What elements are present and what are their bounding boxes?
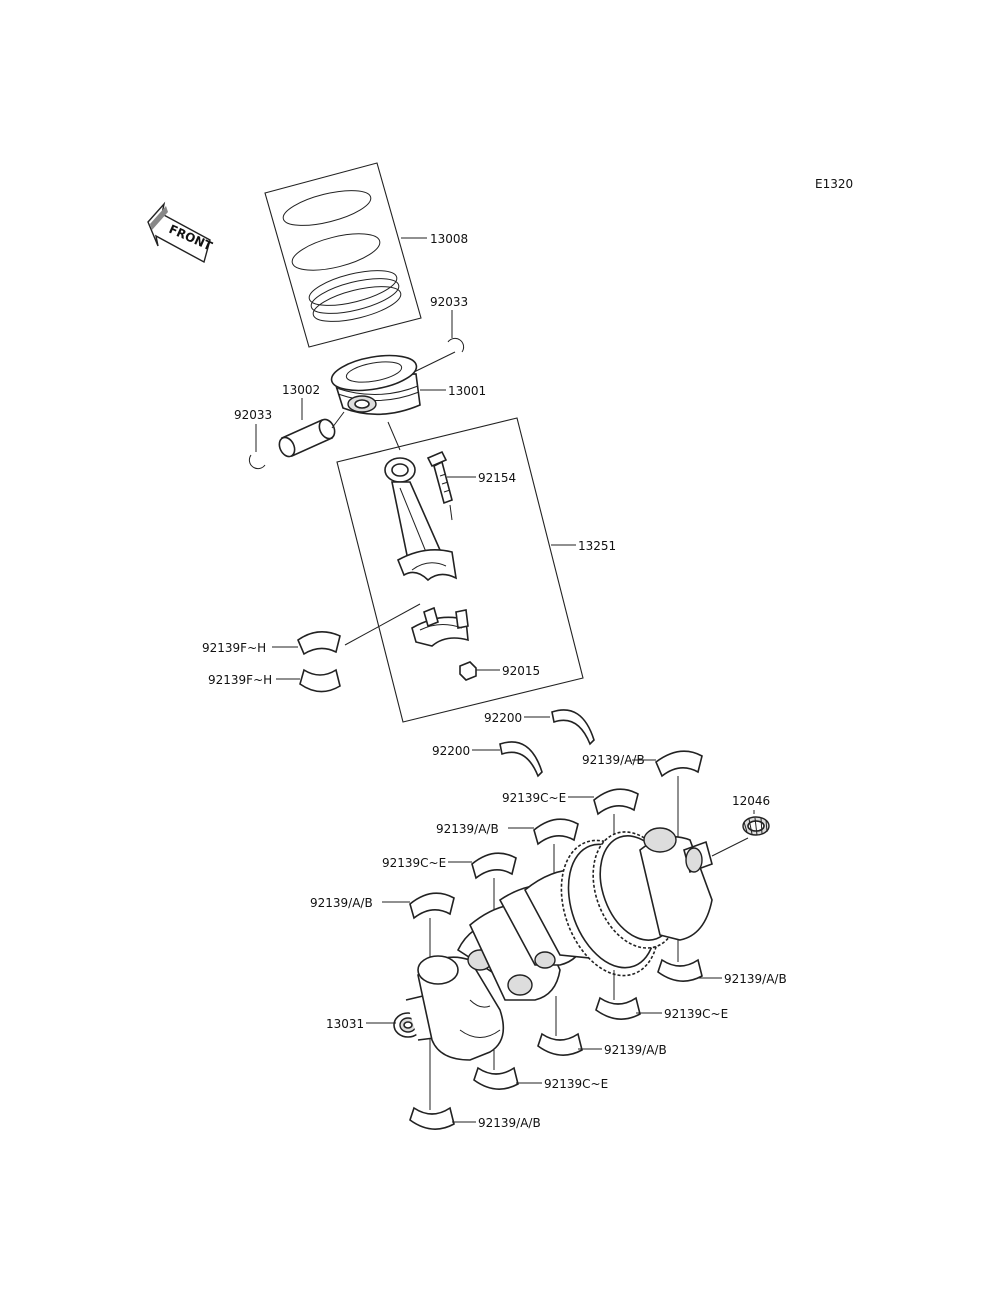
main-bearing-ab-4-icon: [657, 958, 703, 982]
ring-oil-3: [312, 286, 402, 322]
label-92200-1: 92200: [484, 711, 522, 725]
crankshaft-icon: [393, 827, 713, 1061]
rod-bearing-2-icon: [299, 668, 341, 693]
main-bearing-ab-2-icon: [533, 818, 579, 846]
label-92139ab-1: 92139/A/B: [582, 753, 645, 767]
rings-box: [264, 162, 422, 348]
label-92139ab-2: 92139/A/B: [436, 822, 499, 836]
rod-nut-icon: [459, 661, 477, 681]
rod-cap-icon: [411, 606, 469, 647]
ring-second: [291, 233, 381, 271]
main-bearing-ab-6-icon: [409, 1106, 455, 1130]
circlip-left-icon: [248, 454, 266, 470]
diagram-code: E1320: [815, 177, 853, 191]
ring-oil-2: [310, 278, 400, 314]
rod-bearing-1-icon: [297, 631, 341, 656]
circlip-right-icon: [447, 337, 465, 353]
label-13008: 13008: [430, 232, 468, 246]
label-92139ab-3: 92139/A/B: [310, 896, 373, 910]
main-bearing-ab-5-icon: [537, 1032, 583, 1056]
piston-icon: [330, 354, 421, 416]
main-bearing-ab-1-icon: [655, 750, 703, 778]
label-13002: 13002: [282, 383, 320, 397]
label-92139fh-2: 92139F~H: [208, 673, 272, 687]
label-92033-right: 92033: [430, 295, 468, 309]
label-92139ab-5: 92139/A/B: [604, 1043, 667, 1057]
conrod-box: [336, 417, 584, 723]
ring-top: [282, 190, 372, 226]
label-92200-2: 92200: [432, 744, 470, 758]
label-92139ab-4: 92139/A/B: [724, 972, 787, 986]
label-13031: 13031: [326, 1017, 364, 1031]
main-bearing-ce-2-icon: [471, 852, 517, 880]
label-92139ce-4: 92139C~E: [544, 1077, 608, 1091]
label-12046: 12046: [732, 794, 770, 808]
piston-pin-icon: [278, 418, 336, 458]
thrust-washer-1-icon: [551, 709, 595, 746]
piston-rings-group: [264, 162, 427, 348]
label-92139ab-6: 92139/A/B: [478, 1116, 541, 1130]
label-92015: 92015: [502, 664, 540, 678]
label-13251: 13251: [578, 539, 616, 553]
front-arrow-icon: FRONT: [147, 201, 215, 264]
label-92154: 92154: [478, 471, 516, 485]
rod-bolt-icon: [426, 450, 453, 505]
main-bearing-ce-3-icon: [595, 996, 641, 1020]
main-bearing-ce-4-icon: [473, 1066, 519, 1090]
ring-oil-1: [308, 270, 398, 306]
gear-12046-icon: [742, 816, 770, 836]
label-92139ce-1: 92139C~E: [502, 791, 566, 805]
label-92033-left: 92033: [234, 408, 272, 422]
thrust-washer-2-icon: [499, 741, 543, 778]
label-92139ce-3: 92139C~E: [664, 1007, 728, 1021]
label-92139fh-1: 92139F~H: [202, 641, 266, 655]
main-bearing-ab-3-icon: [409, 892, 455, 920]
connecting-rod-icon: [384, 457, 458, 582]
label-92139ce-2: 92139C~E: [382, 856, 446, 870]
label-13001: 13001: [448, 384, 486, 398]
main-bearing-ce-1-icon: [593, 788, 639, 816]
